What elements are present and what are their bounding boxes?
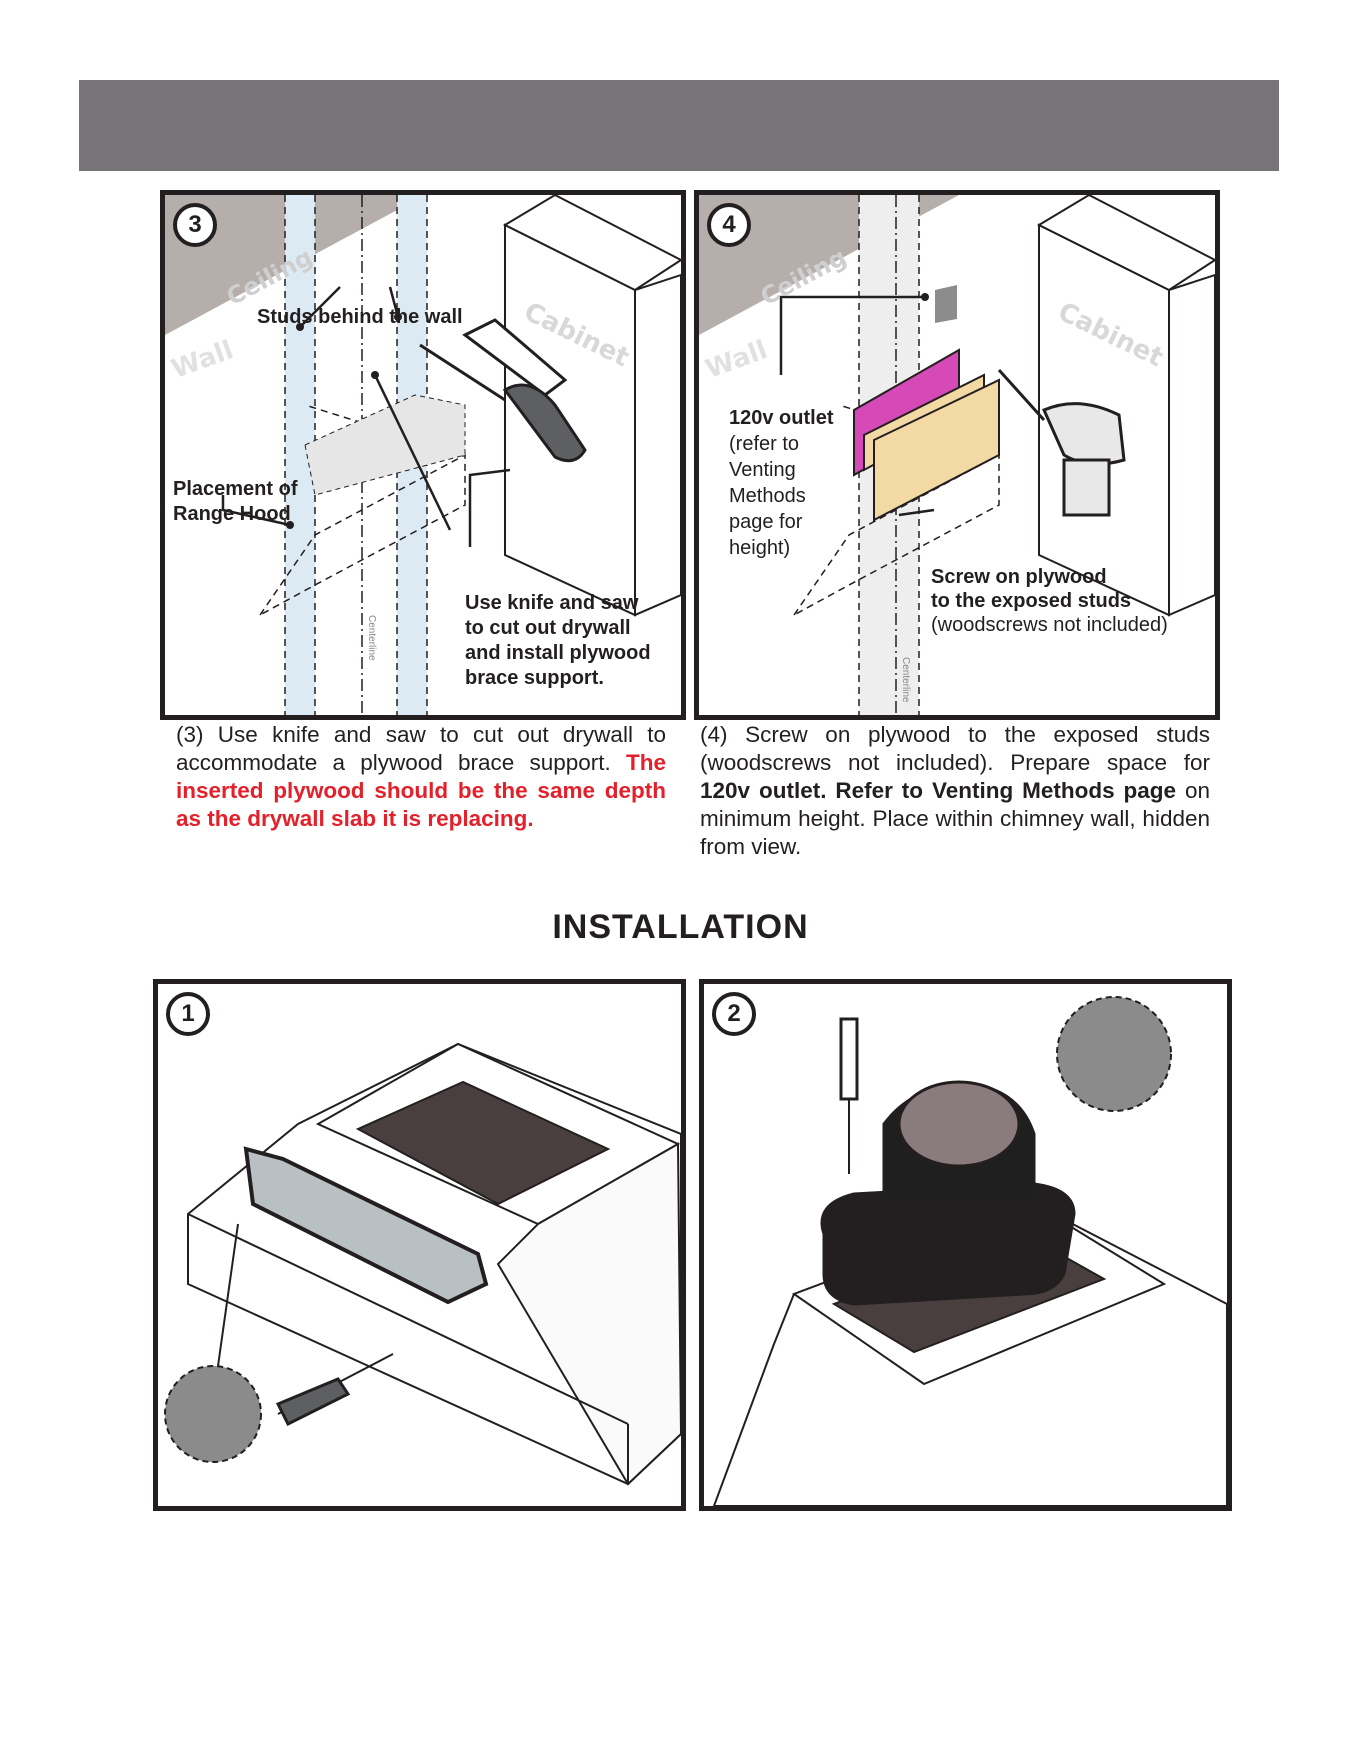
install-1-number: 1 xyxy=(166,992,210,1036)
install-2-number: 2 xyxy=(712,992,756,1036)
studs-label: Studs behind the wall xyxy=(257,306,463,328)
panel-install-2: 2 xyxy=(699,979,1232,1511)
caption-step-3: (3) Use knife and saw to cut out drywall… xyxy=(176,722,666,831)
install-1-illustration xyxy=(164,1042,681,1486)
centerline-label: Centerline xyxy=(366,615,377,661)
install-2-illustration xyxy=(712,996,1227,1506)
caption-step-4: (4) Screw on plywood to the exposed stud… xyxy=(700,722,1210,859)
step-3-illustration xyxy=(165,195,681,715)
screw-label: Screw on plywood to the exposed studs (w… xyxy=(931,566,1168,636)
step-4-number: 4 xyxy=(707,203,751,247)
outlet-label: 120v outlet (refer to Venting Methods pa… xyxy=(729,407,834,559)
step-3-number: 3 xyxy=(173,203,217,247)
panel-step-4: 4 Ceiling Wall Cabinet 120v outlet (refe… xyxy=(694,190,1220,720)
header-bar xyxy=(79,80,1279,171)
section-title: INSTALLATION xyxy=(552,908,809,946)
centerline-label: Centerline xyxy=(900,657,911,703)
panel-step-3: 3 Ceiling Wall Cabinet Studs behind the … xyxy=(160,190,686,720)
panel-install-1: 1 xyxy=(153,979,686,1511)
step-4-illustration xyxy=(699,195,1215,715)
